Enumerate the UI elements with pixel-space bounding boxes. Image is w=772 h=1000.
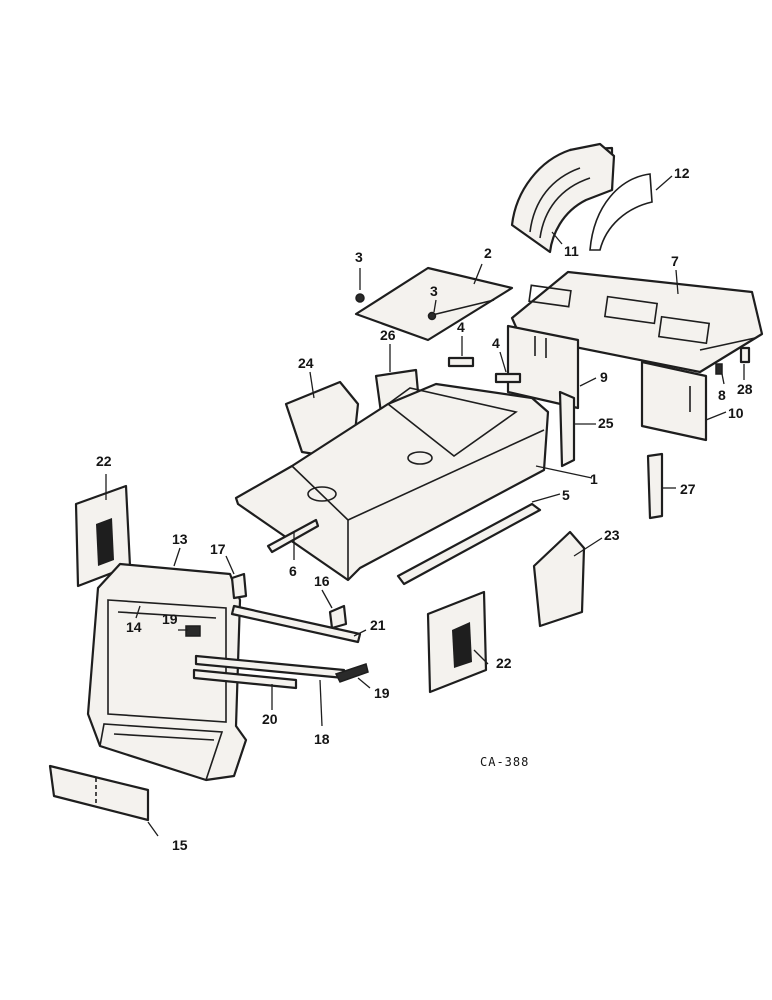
callout-3: 3 — [430, 283, 438, 299]
callout-23: 23 — [604, 527, 620, 543]
callout-labels: 1 2 3 3 4 4 5 6 7 8 9 10 11 12 13 14 15 … — [96, 165, 753, 853]
part-strip-27 — [646, 452, 664, 520]
part-bracket-17 — [230, 572, 248, 600]
callout-19: 19 — [374, 685, 390, 701]
part-rail-6 — [266, 518, 320, 554]
callout-17: 17 — [210, 541, 226, 557]
part-rear-panel-right — [640, 360, 708, 442]
part-tab-4a — [447, 356, 475, 368]
part-tab-4b — [494, 372, 522, 384]
callout-6: 6 — [289, 563, 297, 579]
callout-4: 4 — [457, 319, 465, 335]
callout-24: 24 — [298, 355, 314, 371]
callout-12: 12 — [674, 165, 690, 181]
callout-11: 11 — [564, 243, 579, 259]
callout-13: 13 — [172, 531, 188, 547]
callout-19: 19 — [162, 611, 178, 627]
part-lower-cover — [48, 764, 150, 822]
part-top-cover — [354, 266, 514, 342]
callout-22: 22 — [496, 655, 512, 671]
part-rail-5 — [396, 502, 542, 586]
part-support-bar-20 — [192, 668, 298, 690]
part-bracket-25 — [558, 390, 576, 468]
callout-27: 27 — [680, 481, 696, 497]
part-block-19b — [334, 663, 369, 683]
part-hood — [234, 382, 550, 582]
callout-26: 26 — [380, 327, 396, 343]
callout-28: 28 — [737, 381, 753, 397]
leader-lines — [105, 175, 745, 837]
part-block-19a — [185, 625, 201, 637]
callout-4: 4 — [492, 335, 500, 351]
callout-7: 7 — [671, 253, 679, 269]
callout-21: 21 — [370, 617, 386, 633]
part-fender — [510, 142, 616, 254]
callout-8: 8 — [718, 387, 726, 403]
part-fastener-8 — [715, 363, 723, 375]
callout-16: 16 — [314, 573, 330, 589]
part-rear-panel-left — [506, 324, 580, 410]
callout-1: 1 — [590, 471, 598, 487]
part-support-bar-21 — [230, 604, 362, 644]
part-screw-3a — [355, 293, 365, 303]
callout-20: 20 — [262, 711, 278, 727]
callout-25: 25 — [598, 415, 614, 431]
part-bracket-16 — [328, 604, 348, 630]
callout-3: 3 — [355, 249, 363, 265]
callout-18: 18 — [314, 731, 330, 747]
part-clip-28 — [739, 346, 751, 364]
callout-15: 15 — [172, 837, 188, 853]
callout-5: 5 — [562, 487, 570, 503]
part-fender-trim — [589, 173, 653, 251]
part-screen-14 — [117, 611, 217, 619]
part-side-panel-23 — [532, 530, 586, 628]
callout-10: 10 — [728, 405, 744, 421]
part-grille-side-lower — [426, 590, 488, 694]
drawing-code: CA-388 — [480, 755, 529, 769]
part-screw-3b — [427, 311, 437, 321]
callout-22: 22 — [96, 453, 112, 469]
callout-14: 14 — [126, 619, 142, 635]
callout-9: 9 — [600, 369, 608, 385]
callout-2: 2 — [484, 245, 492, 261]
